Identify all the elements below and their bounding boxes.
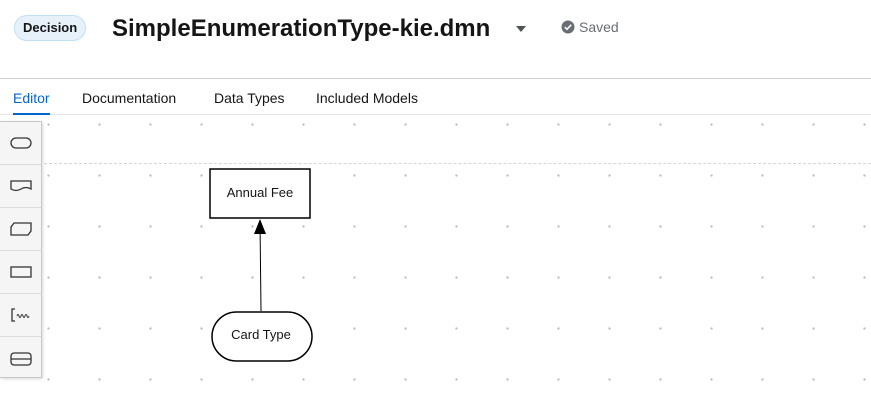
palette-business-knowledge-model[interactable]	[0, 208, 41, 251]
tab-documentation[interactable]: Documentation	[82, 90, 177, 106]
input-data-node-label: Card Type	[231, 327, 291, 342]
decision-node-annual-fee[interactable]: Annual Fee	[209, 168, 311, 219]
input-data-icon	[9, 137, 32, 149]
information-requirement-edge[interactable]	[259, 220, 262, 312]
input-data-node-card-type[interactable]: Card Type	[211, 311, 313, 362]
tab-included-models[interactable]: Included Models	[316, 90, 418, 106]
palette-knowledge-source[interactable]	[0, 165, 41, 208]
chevron-down-icon[interactable]	[514, 22, 528, 36]
dmn-diagram: Annual Fee Card Type	[209, 168, 313, 362]
text-annotation-icon	[10, 308, 29, 322]
canvas-boundary-line	[44, 163, 871, 164]
file-title[interactable]: SimpleEnumerationType-kie.dmn	[112, 15, 491, 42]
knowledge-source-icon	[9, 180, 32, 192]
save-status: Saved	[561, 19, 619, 35]
editor-header: Decision SimpleEnumerationType-kie.dmn S…	[0, 0, 871, 79]
decision-service-icon	[9, 351, 32, 366]
tab-data-types[interactable]: Data Types	[214, 90, 285, 106]
business-knowledge-model-icon	[9, 222, 32, 236]
model-type-badge: Decision	[14, 15, 87, 41]
check-circle-icon	[561, 20, 575, 34]
palette-text-annotation[interactable]	[0, 294, 41, 337]
palette-input-data[interactable]	[0, 122, 41, 165]
editor-tabs: Editor Documentation Data Types Included…	[0, 79, 871, 115]
decision-icon	[9, 266, 32, 278]
decision-node-label: Annual Fee	[227, 185, 294, 200]
palette-decision[interactable]	[0, 251, 41, 294]
palette-decision-service[interactable]	[0, 337, 41, 380]
diagram-canvas[interactable]: Annual Fee Card Type	[0, 115, 871, 407]
tab-editor[interactable]: Editor	[13, 90, 50, 115]
arrowhead-icon	[254, 219, 266, 234]
node-palette	[0, 121, 42, 378]
saved-label: Saved	[579, 19, 619, 35]
